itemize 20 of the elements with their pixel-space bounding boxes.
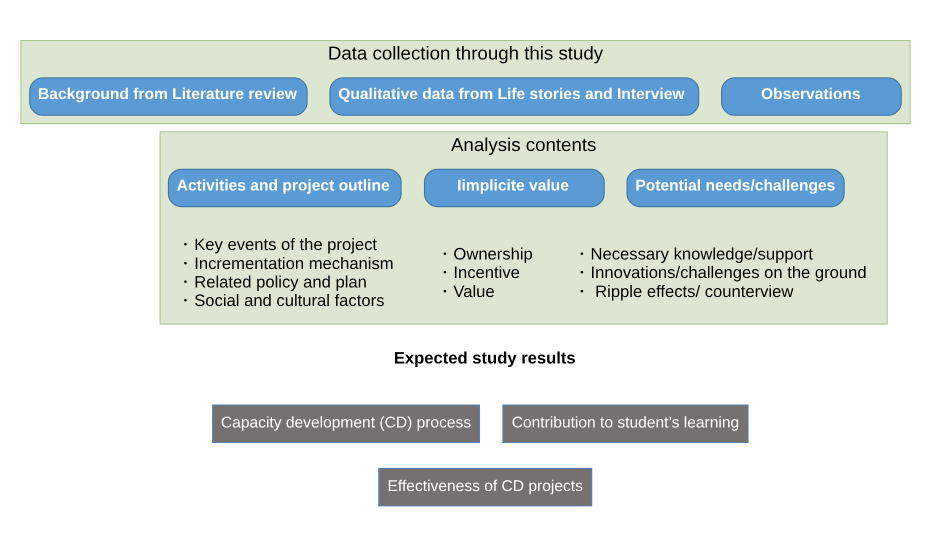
node-label: ・Innovations/challenges on the ground bbox=[574, 263, 867, 282]
node-box: Contribution to student’s learning bbox=[502, 404, 749, 443]
node-label: ・Incrementation mechanism bbox=[177, 254, 394, 273]
node-label: ・Incentive bbox=[436, 263, 520, 282]
node-box: Background from Literature review bbox=[29, 77, 308, 116]
node-box: Iimplicite value bbox=[424, 168, 605, 208]
label: Expected study results bbox=[394, 348, 576, 368]
node-label: ・Related policy and plan bbox=[177, 272, 367, 292]
node-box: Qualitative data from Life stories and Interview bbox=[329, 77, 700, 116]
node-label: ・Social and cultural factors bbox=[177, 291, 384, 310]
node-box: Effectiveness of CD projects bbox=[378, 468, 592, 506]
node-box: Potential needs/challenges bbox=[626, 168, 845, 208]
node-box: Activities and project outline bbox=[168, 168, 402, 208]
node-label: ・Value bbox=[436, 282, 495, 301]
node-label: ・Ownership bbox=[436, 244, 533, 264]
node-label: ・ Ripple effects/ counterview bbox=[574, 282, 794, 301]
node-box: Observations bbox=[721, 77, 902, 116]
node-label: ・Key events of the project bbox=[177, 235, 378, 254]
node-box: Capacity development (CD) process bbox=[212, 404, 480, 443]
node-label: ・Necessary knowledge/support bbox=[574, 244, 814, 264]
